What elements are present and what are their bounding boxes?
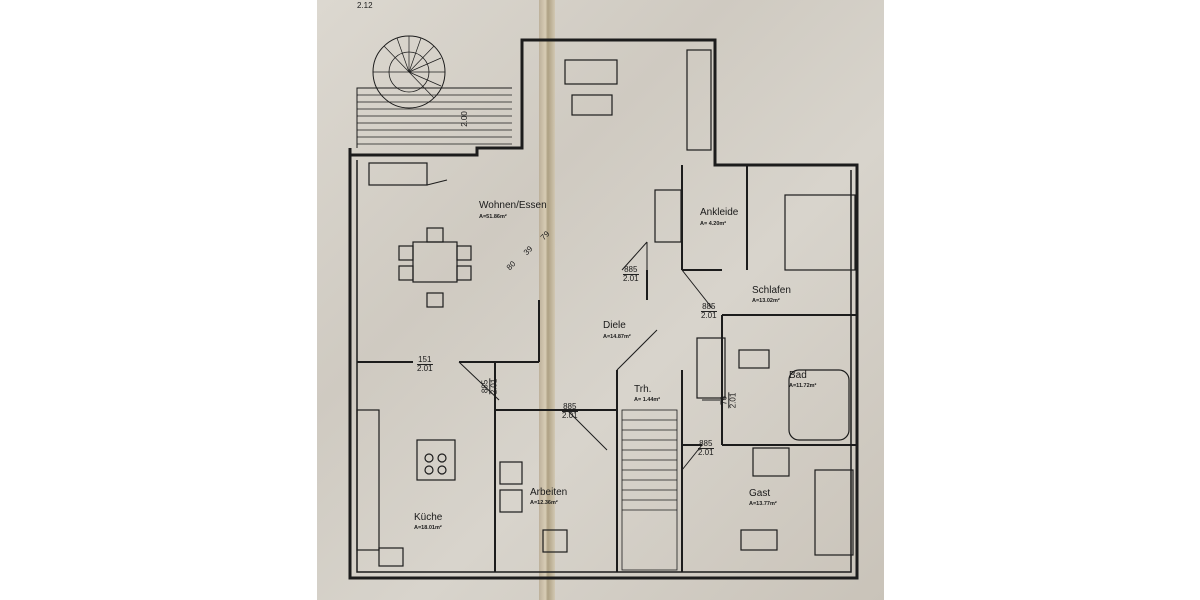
stair-dimension: 2.00 <box>459 111 469 127</box>
room-label-arbeiten: Arbeiten <box>530 487 568 498</box>
floor-plan-paper: Wohnen/Essen A=51.86m² Ankleide A= 4.20m… <box>317 0 884 600</box>
paper-fold-crease <box>539 0 555 600</box>
room-label-gast: Gast <box>749 488 771 499</box>
room-label-bad: Bad <box>789 370 807 381</box>
room-area-diele: A=14.87m² <box>603 334 631 340</box>
floor-plan-drawing <box>348 35 859 580</box>
room-area-schlafen: A=13.02m² <box>752 298 780 304</box>
top-dimension: 2.12 <box>357 1 373 10</box>
room-area-bad: A=11.72m² <box>789 383 817 389</box>
room-label-diele: Diele <box>603 320 626 331</box>
room-area-wohnen-essen: A=51.86m² <box>479 214 507 220</box>
room-label-wohnen-essen: Wohnen/Essen <box>479 200 547 211</box>
room-area-ankleide: A= 4.20m² <box>700 221 727 227</box>
room-label-schlafen: Schlafen <box>752 285 791 296</box>
room-area-kueche: A=18.01m² <box>414 525 442 531</box>
room-label-ankleide: Ankleide <box>700 207 739 218</box>
room-area-treppenhaus: A= 1.44m² <box>634 397 661 403</box>
room-label-kueche: Küche <box>414 512 443 523</box>
room-area-arbeiten: A=12.36m² <box>530 500 558 506</box>
room-area-gast: A=13.77m² <box>749 501 777 507</box>
room-label-treppenhaus: Trh. <box>634 384 652 395</box>
